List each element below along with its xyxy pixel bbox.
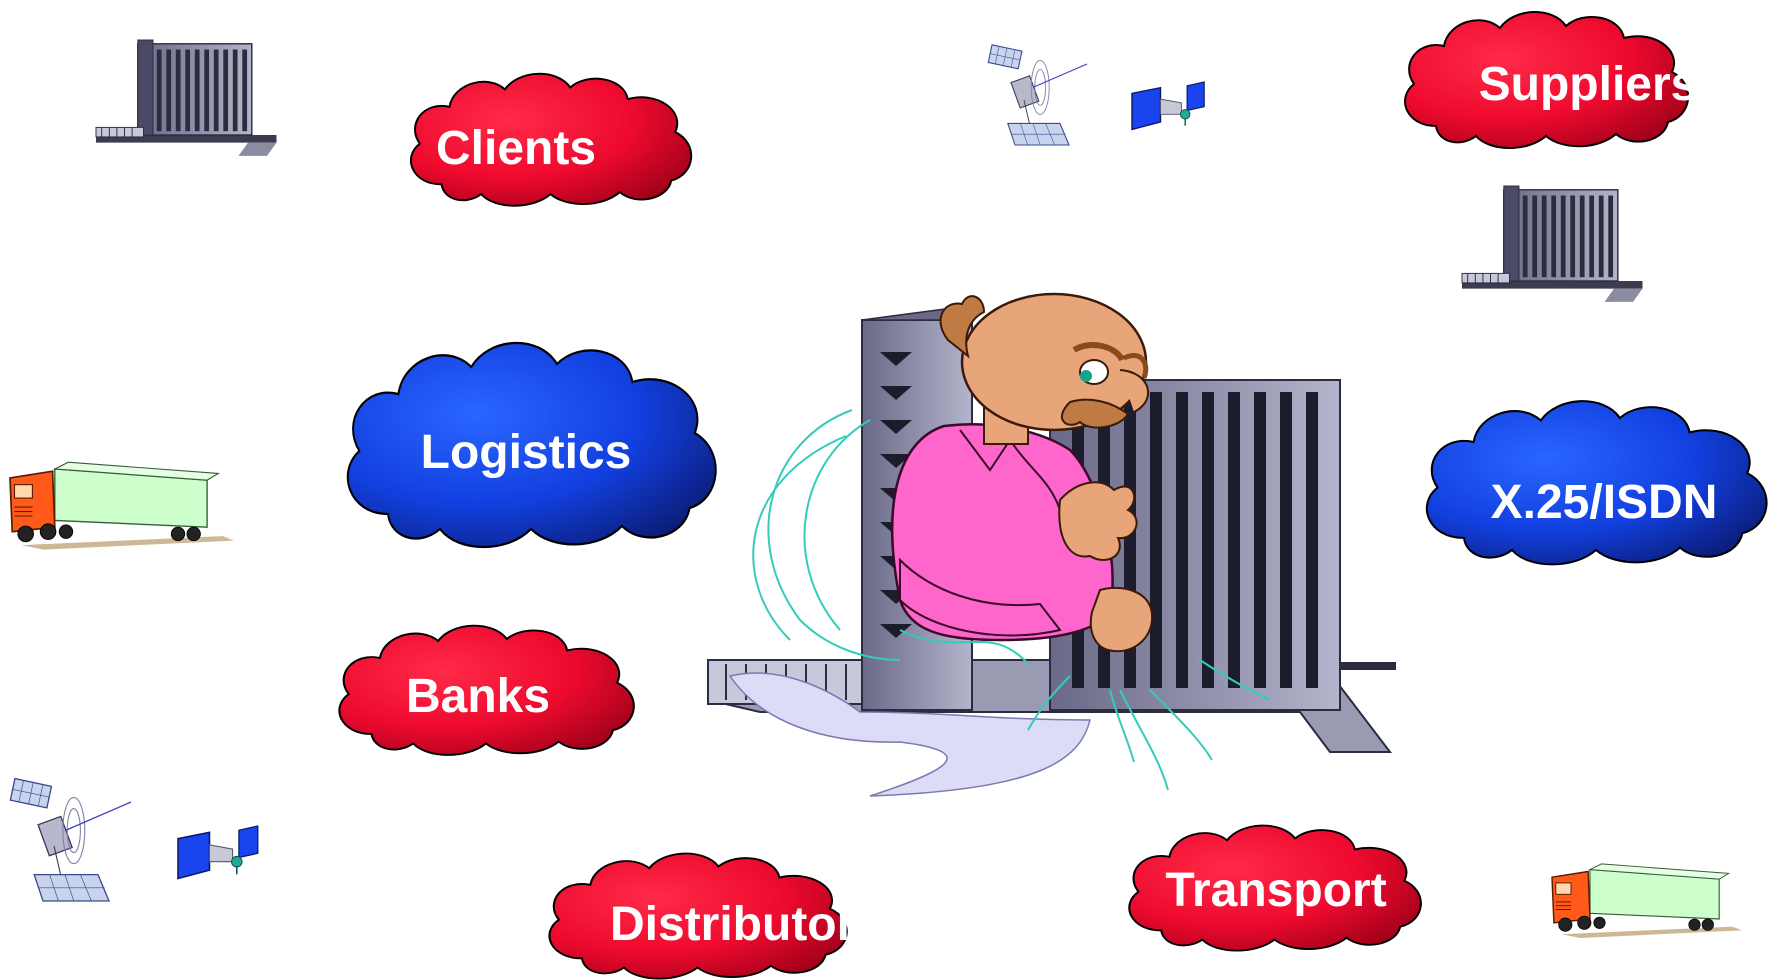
cloud-label-distributors: Distributors xyxy=(610,898,882,951)
computer-monitor-icon xyxy=(1131,81,1205,131)
office-building-icon xyxy=(95,39,278,157)
computer-monitor-icon xyxy=(177,825,259,880)
cloud-label-transport: Transport xyxy=(1165,864,1386,917)
cloud-label-x25-isdn: X.25/ISDN xyxy=(1491,476,1718,529)
cloud-label-logistics: Logistics xyxy=(421,426,632,479)
cloud-label-suppliers: Suppliers xyxy=(1479,58,1698,111)
cloud-label-banks: Banks xyxy=(406,670,550,723)
office-building-icon xyxy=(1461,185,1644,303)
satellite-icon xyxy=(987,44,1088,146)
truck-icon xyxy=(9,461,235,551)
truck-icon xyxy=(1551,863,1743,939)
cloud-label-clients: Clients xyxy=(436,122,596,175)
satellite-icon xyxy=(9,777,132,902)
businessman-icon xyxy=(707,292,1396,797)
